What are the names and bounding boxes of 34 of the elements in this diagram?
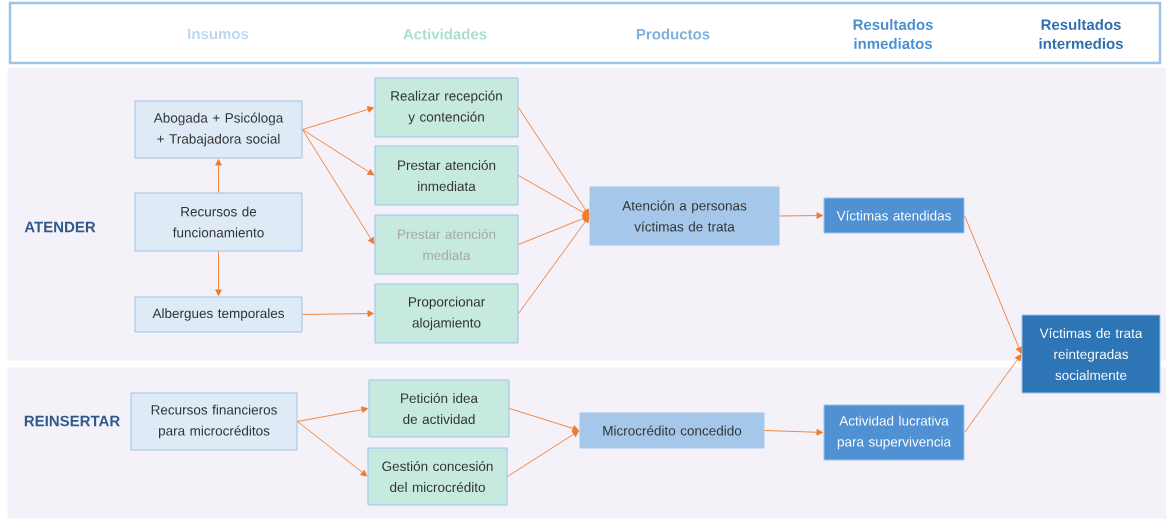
input-box: Recursos de funcionamiento [134,192,303,252]
arrow [297,406,368,422]
activity-box: Prestar atención mediata [374,214,519,275]
arrow [964,215,1023,354]
activity-box: Petición idea de actividad [368,379,510,438]
input-box: Albergues temporales [134,296,303,333]
header-band: Insumos Actividades Productos Resultados inmediatos Resultados intermedios [8,1,1162,65]
arrow [302,310,374,317]
arrow [518,216,590,314]
arrow [779,212,823,219]
arrow [509,408,579,432]
arrow [302,106,374,130]
product-box: Atención a personas víctimas de trata [589,186,780,246]
arrow [507,430,580,477]
arrow [518,175,590,216]
arrow [302,129,375,176]
activity-box: Realizar recepción y contención [374,77,519,138]
arrow [215,159,222,193]
input-box: Abogada + Psicóloga + Trabajadora social [134,100,303,159]
result-box: Víctimas atendidas [823,197,965,234]
result-box: Actividad lucrativa para supervivencia [823,404,965,461]
activity-box: Proporcionar alojamiento [374,283,519,344]
result-box: Víctimas de trata reintegradas socialmente [1021,314,1161,394]
arrow [964,354,1022,433]
arrow [764,428,823,436]
arrow [302,129,375,245]
activity-box: Gestión concesión del microcrédito [367,447,508,506]
arrow [215,251,222,296]
activity-box: Prestar atención inmediata [374,145,519,206]
arrow [518,215,590,245]
arrow [297,421,368,477]
arrow [518,107,590,216]
input-box: Recursos financieros para microcréditos [130,392,298,451]
product-box: Microcrédito concedido [579,412,765,449]
